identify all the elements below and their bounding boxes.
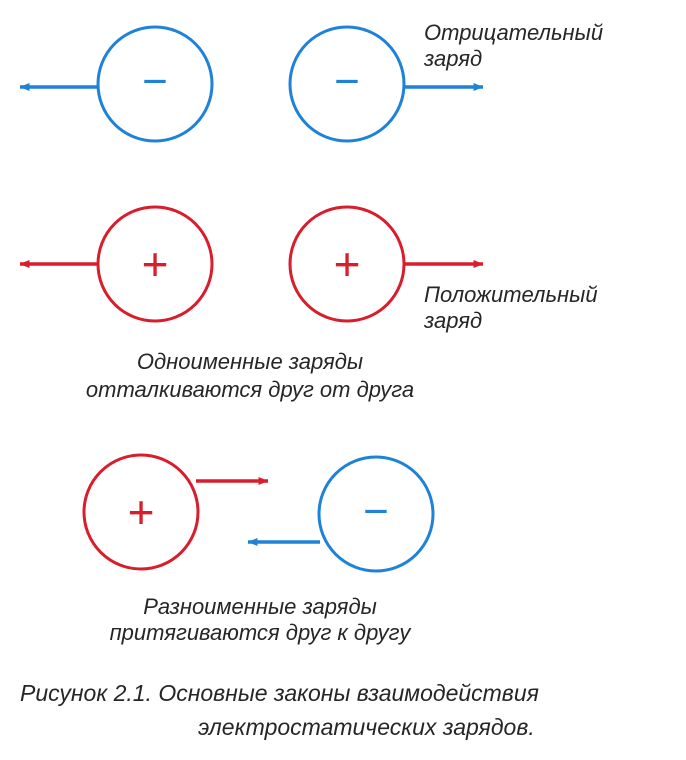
negative-charge-circle [96, 25, 214, 143]
positive-charge-attract: + [82, 453, 200, 571]
negative-charge-left: − [96, 25, 214, 143]
positive-charge-label-line1: Положительный [424, 282, 598, 307]
plus-symbol: + [128, 486, 155, 538]
minus-symbol: − [334, 57, 360, 106]
negative-charge-attract: − [317, 455, 435, 573]
negative-charge-circle [317, 455, 435, 573]
negative-charge-circle [288, 25, 406, 143]
negative-charge-label-line1: Отрицательный [424, 20, 604, 45]
positive-charge-circle [82, 453, 200, 571]
unlike-charges-label-line2: притягиваются друг к другу [109, 620, 411, 645]
positive-charge-left: + [96, 205, 214, 323]
figure-caption-line1: Рисунок 2.1. Основные законы взаимодейст… [20, 680, 539, 706]
minus-symbol: − [363, 487, 389, 536]
like-charges-label-line1: Одноименные заряды [136, 349, 364, 374]
negative-charge-label-line2: заряд [424, 46, 483, 71]
minus-symbol: − [142, 57, 168, 106]
negative-charge-right: − [288, 25, 406, 143]
like-charges-label-line2: отталкиваются друг от друга [85, 377, 415, 402]
plus-symbol: + [142, 238, 169, 290]
positive-charge-label-line2: заряд [424, 308, 483, 333]
figure-caption-line2: электростатических зарядов. [198, 714, 535, 740]
plus-symbol: + [334, 238, 361, 290]
positive-charge-right: + [288, 205, 406, 323]
unlike-charges-label-line1: Разноименные заряды [143, 594, 377, 619]
